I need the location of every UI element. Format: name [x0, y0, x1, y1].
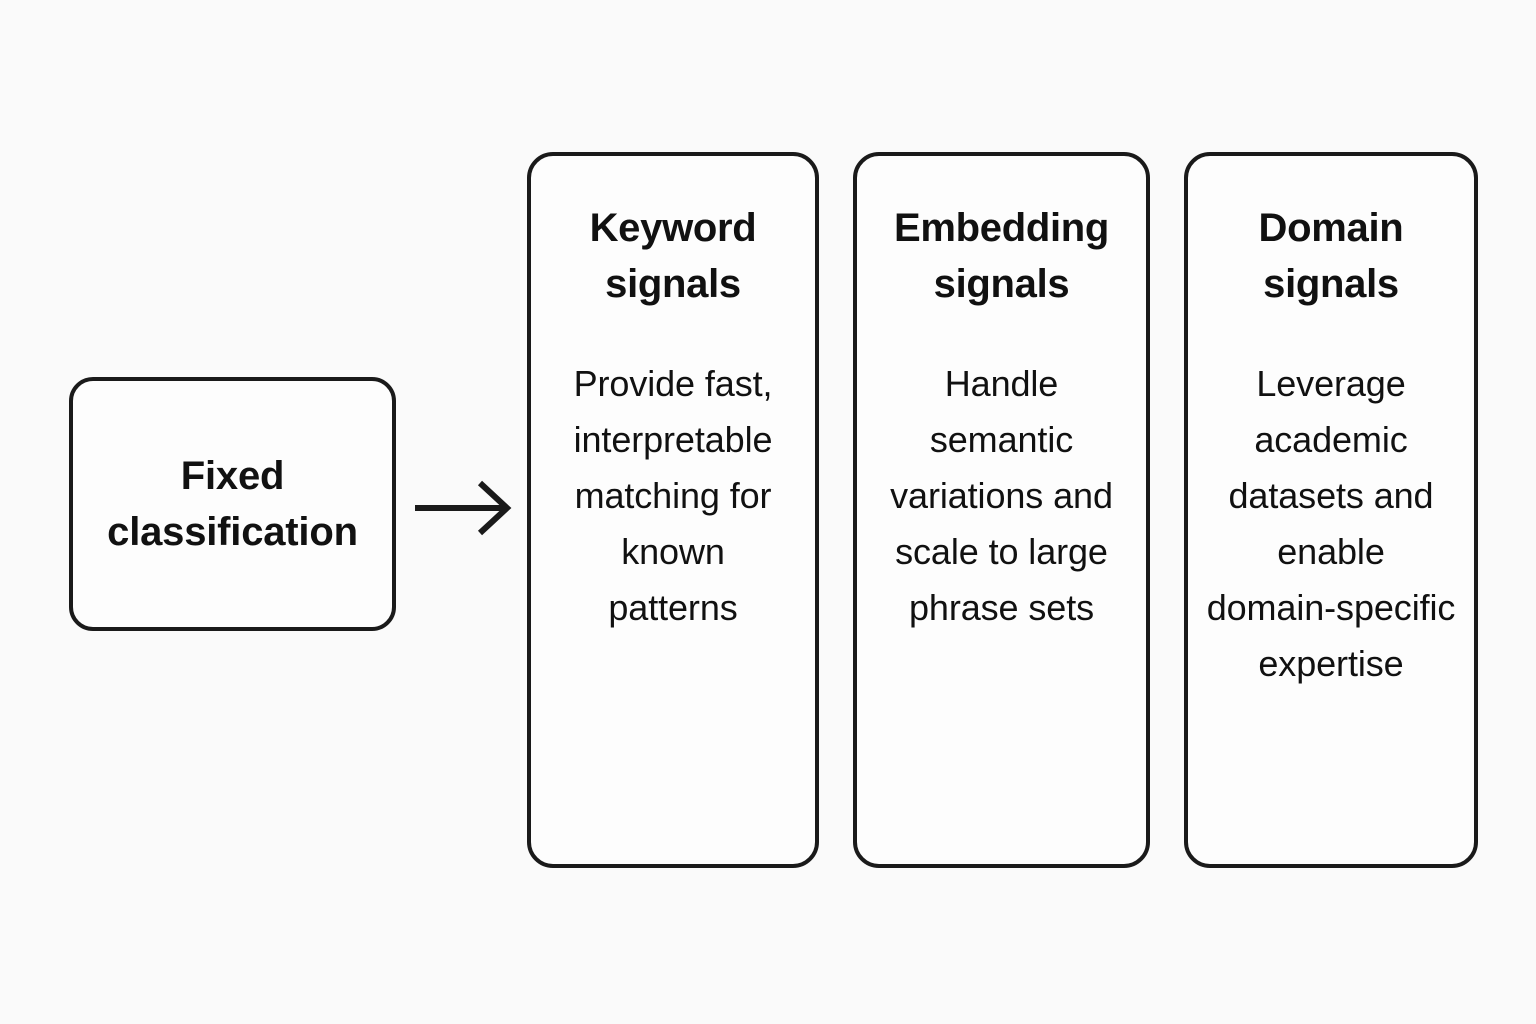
card-domain-signals-title: Domain signals [1258, 206, 1404, 306]
card-embedding-signals-body: Handle semantic variations and scale to … [890, 363, 1113, 628]
arrow-right-icon [408, 470, 520, 546]
card-keyword-signals-title: Keyword signals [589, 206, 757, 306]
card-embedding-signals[interactable]: Embedding signals Handle semantic variat… [853, 152, 1150, 868]
card-domain-signals-body: Leverage academic datasets and enable do… [1206, 363, 1456, 684]
signal-cards-row: Keyword signals Provide fast, interpreta… [527, 152, 1478, 868]
card-keyword-signals[interactable]: Keyword signals Provide fast, interpreta… [527, 152, 820, 868]
card-embedding-signals-title: Embedding signals [893, 206, 1110, 306]
card-domain-signals[interactable]: Domain signals Leverage academic dataset… [1184, 152, 1478, 868]
node-fixed-classification-label: Fixed classification [107, 454, 358, 554]
node-fixed-classification[interactable]: Fixed classification [69, 377, 396, 631]
card-keyword-signals-body: Provide fast, interpretable matching for… [573, 363, 773, 628]
